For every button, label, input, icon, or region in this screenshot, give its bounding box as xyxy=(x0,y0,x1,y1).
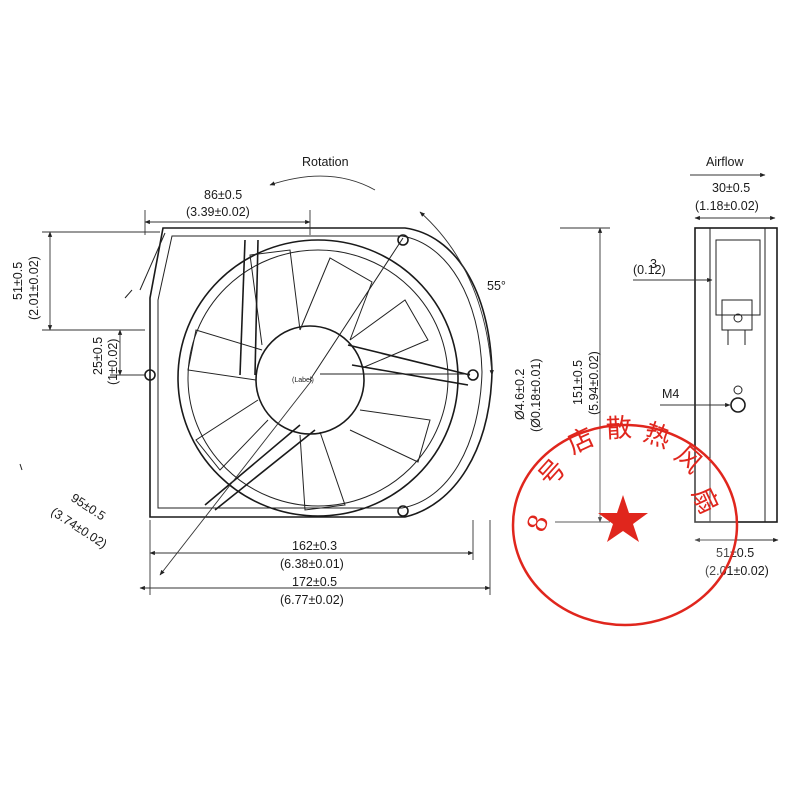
tick-mark xyxy=(19,463,23,471)
stamp-star-icon xyxy=(598,495,648,542)
front-view: (Label) xyxy=(139,227,493,518)
dim-left-small: 25±0.5 (1±0.02) xyxy=(91,329,145,385)
tick-mark xyxy=(124,289,133,299)
dim-hole-in: (Ø0.18±0.01) xyxy=(529,358,543,432)
mounting-holes xyxy=(144,234,479,517)
fan-housing-outline xyxy=(149,227,493,518)
mount-hole-top xyxy=(397,234,409,246)
shop-stamp: 8 号 店 散 热 风 扇 xyxy=(511,413,739,627)
stamp-char-san: 散 xyxy=(605,413,633,444)
mount-hole-bottom xyxy=(397,505,409,517)
support-struts xyxy=(204,239,471,511)
dim-bottom-outer-in: (6.77±0.02) xyxy=(280,593,344,607)
dim-diagonal: 95±0.5 (3.74±0.02) xyxy=(48,379,313,576)
dim-side-thread: M4 xyxy=(662,387,679,401)
dim-top-width-mm: 86±0.5 xyxy=(204,188,242,202)
earth-screw xyxy=(733,385,743,395)
chamfer-line xyxy=(139,232,166,291)
dim-left-height: 51±0.5 (2.01±0.02) xyxy=(11,231,160,331)
m4-thread-hole xyxy=(730,397,746,413)
side-motor-box xyxy=(715,239,761,316)
dim-right-height-mm: 151±0.5 xyxy=(571,360,585,405)
dim-right-height-in: (5.94±0.02) xyxy=(587,351,601,415)
dim-side-depth-mm: 30±0.5 xyxy=(712,181,750,195)
dim-bottom-inner-in: (6.38±0.01) xyxy=(280,557,344,571)
dim-side-bottom-mm: 51±0.5 xyxy=(716,546,754,560)
hub-label: (Label) xyxy=(292,377,314,384)
rotation-indicator: Rotation xyxy=(269,155,376,191)
dim-right-height: 151±0.5 (5.94±0.02) xyxy=(555,227,610,523)
dim-left-small-mm: 25±0.5 xyxy=(91,337,105,375)
dim-left-height-mm: 51±0.5 xyxy=(11,262,25,300)
dim-bottom: 162±0.3 (6.38±0.01) 172±0.5 (6.77±0.02) xyxy=(139,520,491,607)
terminal-box xyxy=(721,299,753,331)
dim-top-width: 86±0.5 (3.39±0.02) xyxy=(144,188,311,235)
dim-left-small-in: (1±0.02) xyxy=(106,339,120,385)
dim-angle-value: 55° xyxy=(487,279,506,293)
terminal-screw xyxy=(733,313,743,323)
dim-bottom-outer-mm: 172±0.5 xyxy=(292,575,337,589)
venturi-ring-inner xyxy=(187,249,449,507)
dim-left-height-in: (2.01±0.02) xyxy=(27,256,41,320)
dim-side-small-in: (0.12) xyxy=(633,263,666,277)
fan-housing-inner xyxy=(157,235,483,509)
radius-line xyxy=(309,237,404,381)
dim-angle: 55° xyxy=(419,211,506,376)
dim-top-width-in: (3.39±0.02) xyxy=(186,205,250,219)
airflow-label: Airflow xyxy=(706,155,744,169)
dim-side-depth-in: (1.18±0.02) xyxy=(695,199,759,213)
dim-side-small-mm: 3 xyxy=(650,257,657,271)
dim-hole-mm: Ø4.6±0.2 xyxy=(513,369,527,420)
rotation-label: Rotation xyxy=(302,155,349,169)
venturi-ring xyxy=(177,239,459,517)
dim-hole: Ø4.6±0.2 (Ø0.18±0.01) xyxy=(513,358,543,432)
dim-bottom-inner-mm: 162±0.3 xyxy=(292,539,337,553)
